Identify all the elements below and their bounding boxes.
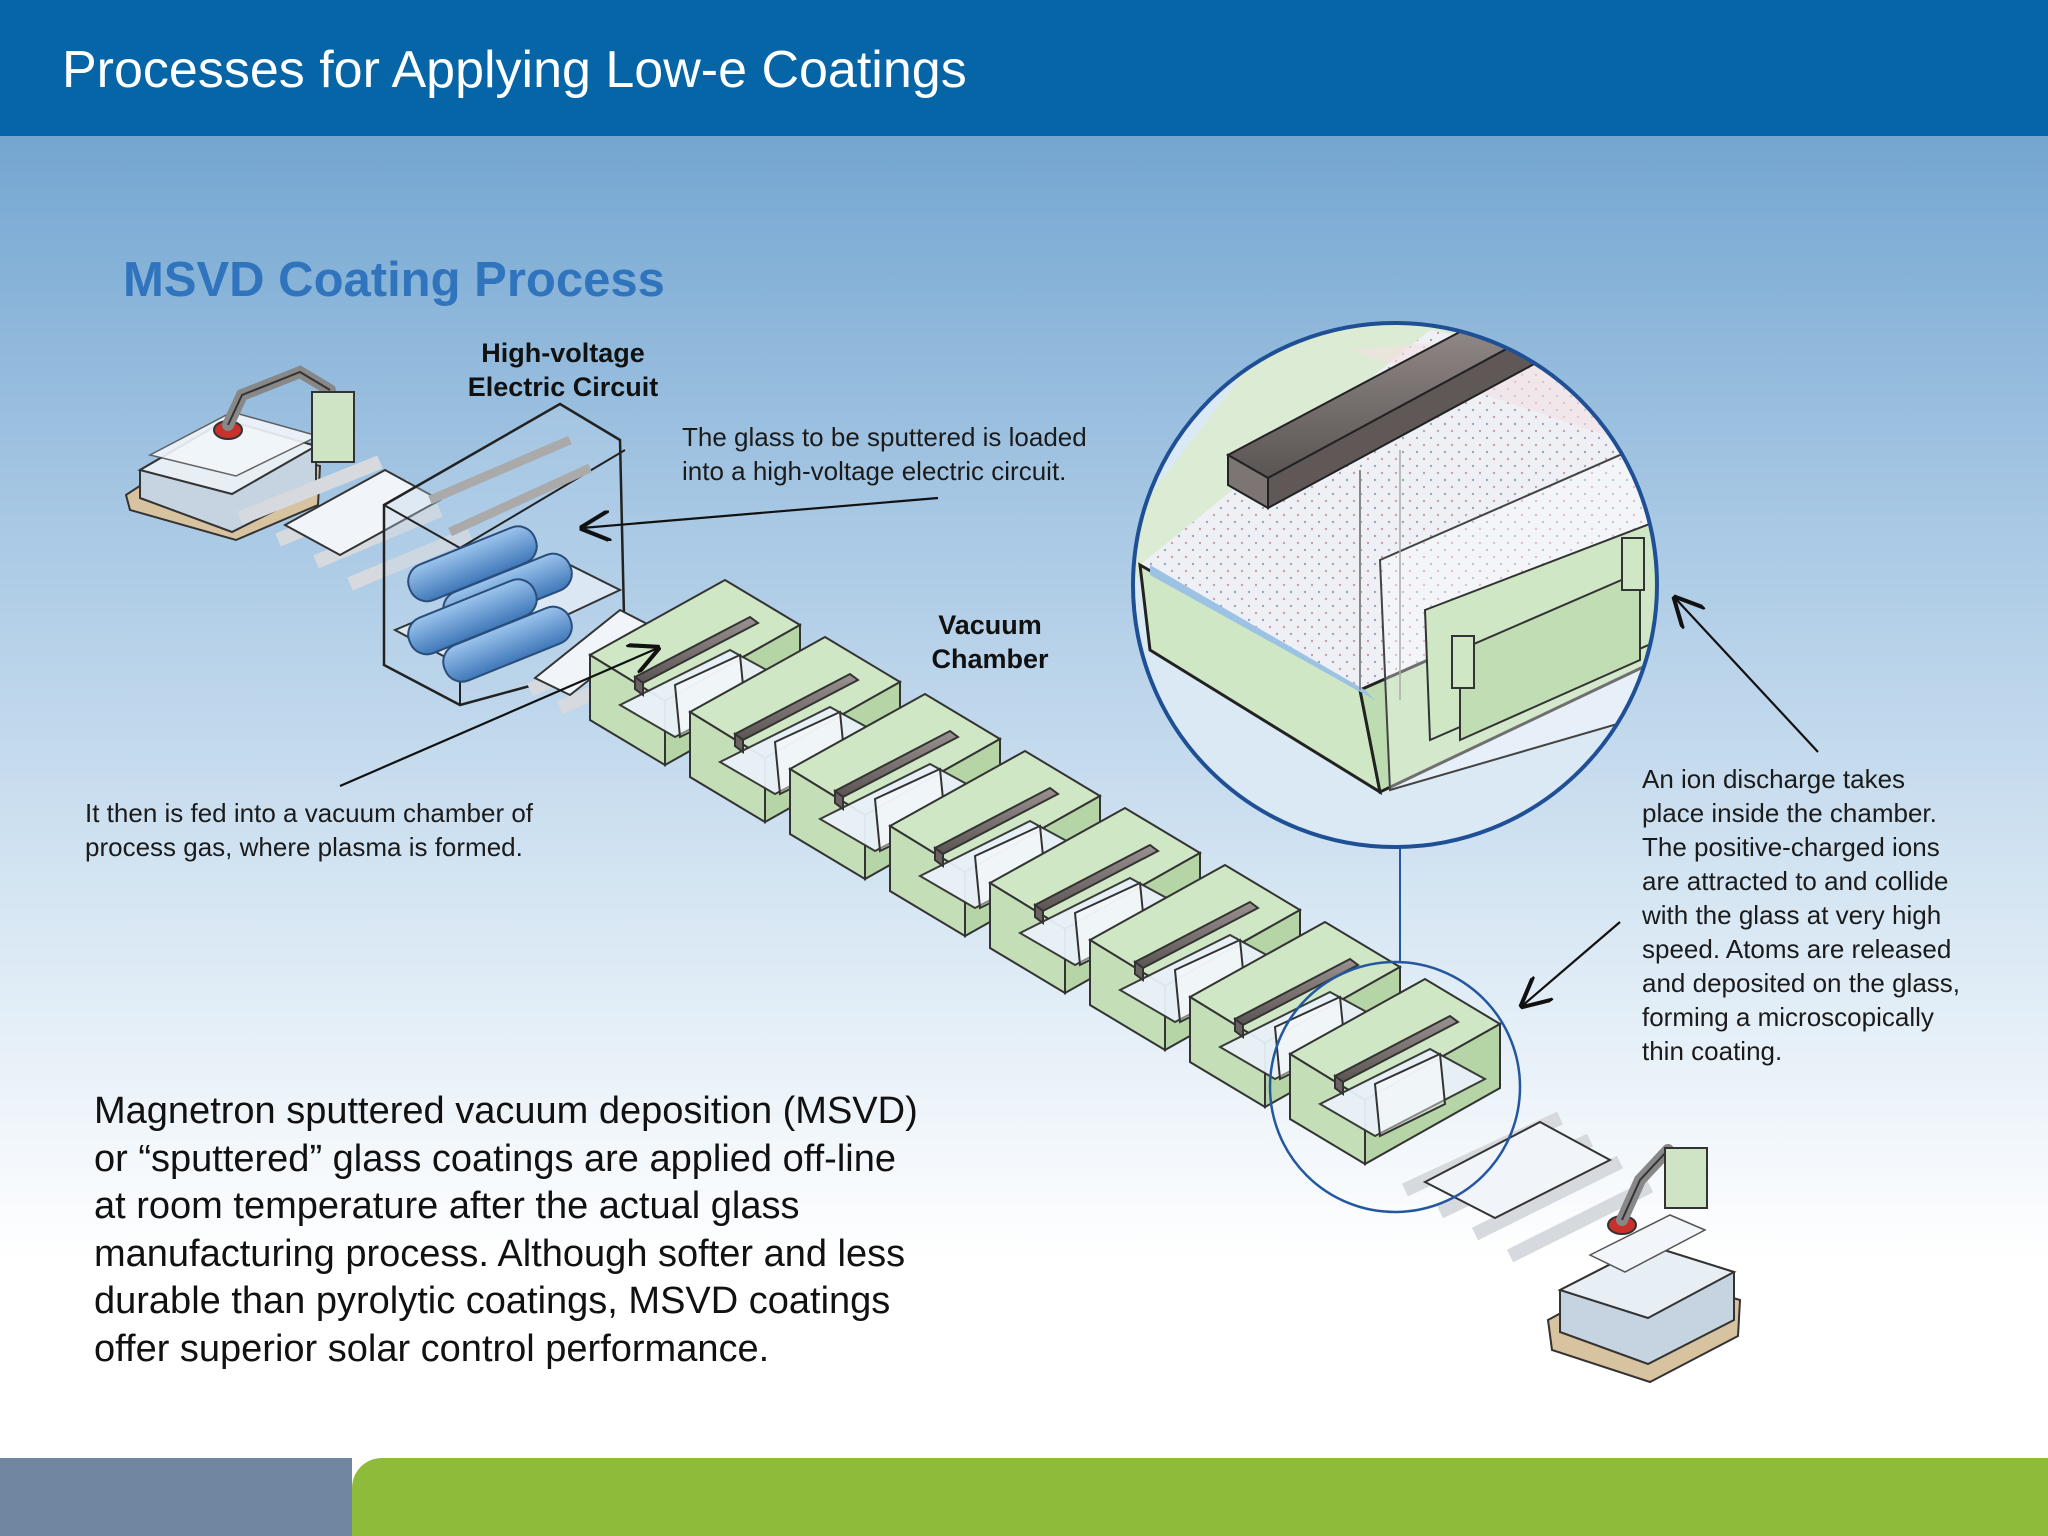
page-title: Processes for Applying Low-e Coatings	[62, 41, 967, 99]
description-line: offer superior solar control performance…	[94, 1327, 770, 1370]
caption-line: into a high-voltage electric circuit.	[682, 456, 1067, 486]
magnified-detail	[1131, 321, 1659, 849]
arrow-to-circuit	[582, 496, 939, 528]
input-rollers	[237, 455, 473, 591]
vacuum-chamber	[588, 578, 1502, 1166]
circuit-label-line1: High-voltage	[481, 338, 645, 368]
caption-line: It then is fed into a vacuum chamber of	[85, 798, 534, 828]
vacuum-label-line2: Chamber	[931, 644, 1049, 674]
description-line: Magnetron sputtered vacuum deposition (M…	[94, 1090, 918, 1132]
chamber-module	[688, 635, 902, 824]
caption-line: speed. Atoms are released	[1642, 934, 1952, 964]
circuit-label-line2: Electric Circuit	[467, 372, 659, 402]
caption-glass-loaded: The glass to be sputtered is loaded into…	[682, 420, 1087, 488]
caption-line: with the glass at very high	[1642, 900, 1942, 930]
unloading-robot-station	[1546, 1144, 1742, 1384]
caption-line: thin coating.	[1642, 1036, 1783, 1066]
vacuum-label-line1: Vacuum	[938, 610, 1042, 640]
description-line: manufacturing process. Although softer a…	[94, 1232, 906, 1275]
circuit-label: High-voltage Electric Circuit	[430, 336, 696, 404]
caption-line: The glass to be sputtered is loaded	[682, 422, 1087, 452]
electric-coils	[407, 525, 573, 683]
caption-line: forming a microscopically	[1642, 1002, 1934, 1032]
caption-ion-discharge: An ion discharge takes place inside the …	[1642, 762, 1960, 1068]
caption-line: and deposited on the glass,	[1642, 968, 1961, 998]
caption-fed-into-chamber: It then is fed into a vacuum chamber of …	[85, 796, 533, 864]
description-line: durable than pyrolytic coatings, MSVD co…	[94, 1280, 891, 1322]
description-paragraph: Magnetron sputtered vacuum deposition (M…	[94, 1088, 994, 1373]
description-line: or “sputtered” glass coatings are applie…	[94, 1137, 896, 1180]
vacuum-chamber-label: Vacuum Chamber	[890, 608, 1090, 676]
caption-line: place inside the chamber.	[1642, 798, 1937, 828]
caption-arrows	[339, 496, 1819, 1006]
caption-line: process gas, where plasma is formed.	[85, 832, 523, 862]
zoom-source-circle	[1268, 960, 1522, 1214]
arrow-to-last-chamber	[1522, 921, 1621, 1006]
footer-left-bar	[0, 1458, 352, 1536]
output-rollers	[1402, 1111, 1654, 1263]
caption-line: An ion discharge takes	[1642, 764, 1906, 794]
section-title: MSVD Coating Process	[123, 253, 665, 307]
footer-right-bar	[352, 1458, 2048, 1536]
caption-line: The positive-charged ions	[1642, 832, 1940, 862]
chamber-module	[1288, 977, 1502, 1166]
arrow-to-magnified	[1675, 598, 1819, 753]
arrow-to-chamber	[339, 648, 658, 788]
caption-line: are attracted to and collide	[1642, 866, 1949, 896]
header-bar: Processes for Applying Low-e Coatings	[0, 0, 2048, 136]
description-line: at room temperature after the actual gla…	[94, 1185, 800, 1227]
